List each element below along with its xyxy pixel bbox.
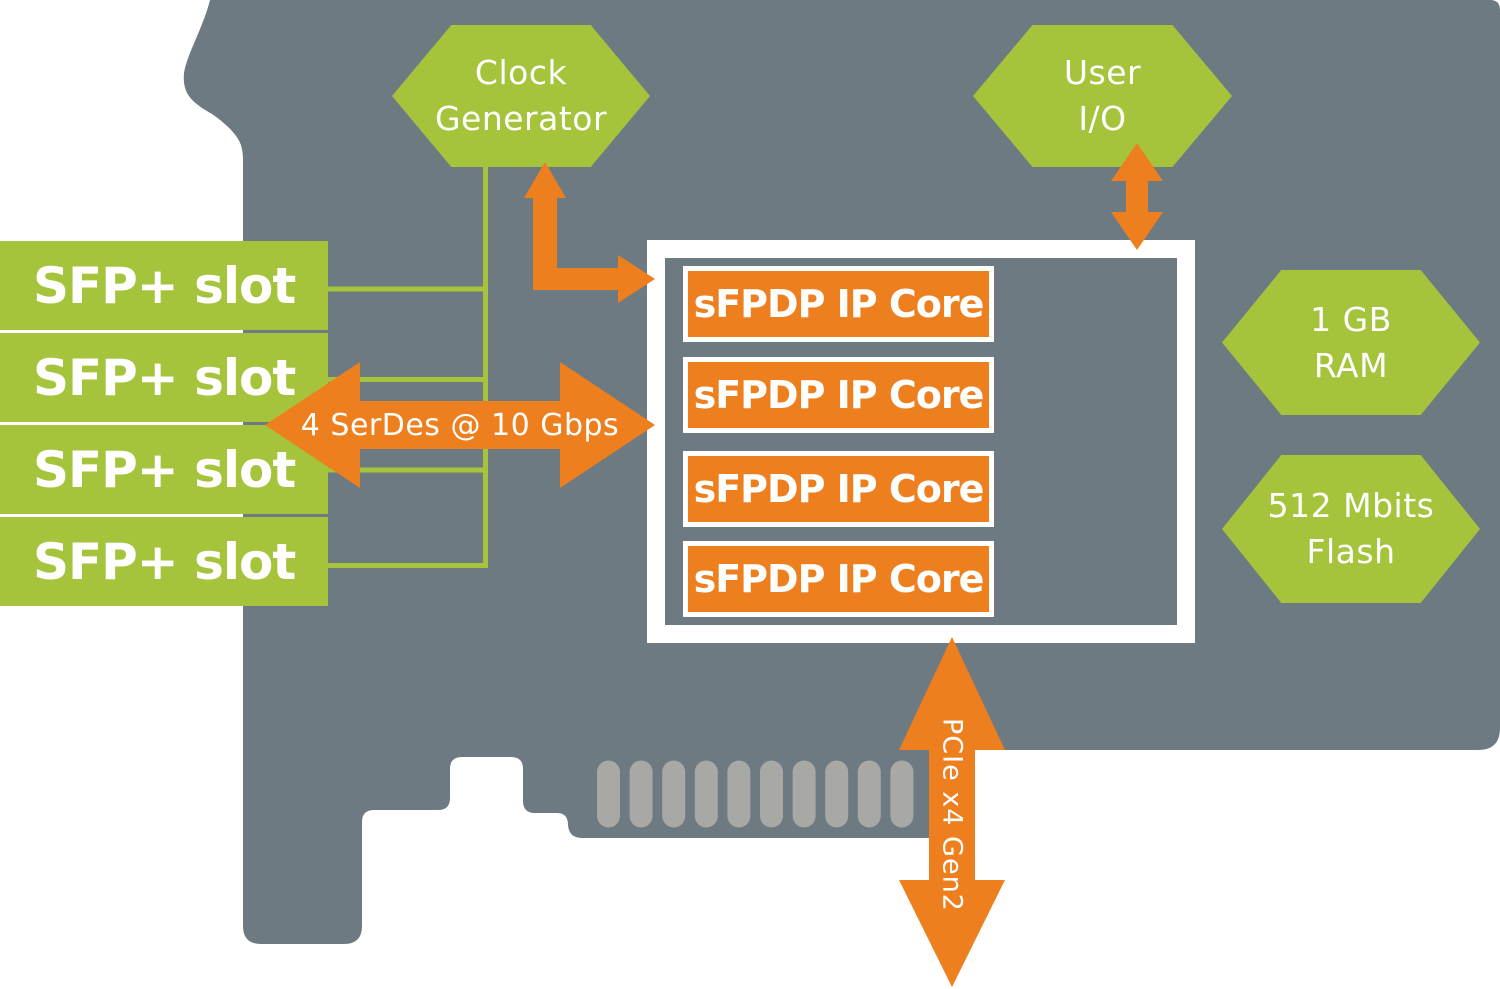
serdes-double-arrow	[265, 362, 655, 488]
flash-label-line2: Flash	[1306, 532, 1396, 571]
clock-generator-label-line2: Generator	[434, 99, 608, 138]
sfp-slot-3-label: SFP+ slot	[33, 440, 296, 499]
sfpdp-ip-core-4-label: sFPDP IP Core	[693, 557, 985, 601]
sfpdp-ip-core-1: sFPDP IP Core	[683, 266, 994, 342]
sfpdp-ip-core-2: sFPDP IP Core	[683, 357, 994, 433]
user-io-hexagon: User I/O	[973, 25, 1232, 167]
user-io-double-arrow	[1111, 143, 1163, 250]
pcie-finger	[727, 760, 751, 828]
sfp-slot-2: SFP+ slot	[0, 333, 328, 422]
clock-to-fpga-arrow	[524, 162, 655, 303]
pcie-finger	[694, 760, 718, 828]
flash-hexagon: 512 Mbits Flash	[1222, 455, 1480, 603]
sfpdp-ip-core-3: sFPDP IP Core	[683, 451, 994, 527]
pcie-arrow-label: PCIe x4 Gen2	[936, 718, 968, 912]
ram-label-line2: RAM	[1313, 345, 1389, 385]
sfpdp-ip-core-4: sFPDP IP Core	[683, 541, 994, 617]
ram-label-line1: 1 GB	[1310, 299, 1392, 339]
clock-generator-label-line1: Clock	[474, 53, 568, 93]
sfp-slot-2-label: SFP+ slot	[33, 348, 296, 407]
flash-label-line1: 512 Mbits	[1267, 486, 1435, 526]
pcie-finger	[890, 760, 914, 828]
pcie-finger	[825, 760, 849, 828]
serdes-arrow-label: 4 SerDes @ 10 Gbps	[300, 407, 620, 443]
pcie-finger	[597, 760, 620, 828]
sfp-slot-3: SFP+ slot	[0, 425, 328, 514]
fpga-box	[647, 240, 1195, 643]
sfp-slot-1-label: SFP+ slot	[33, 256, 296, 315]
pcie-finger	[792, 760, 816, 828]
clock-generator-hexagon: Clock Generator	[392, 25, 650, 167]
pcie-double-arrow	[899, 637, 1005, 987]
pcie-finger	[760, 760, 783, 828]
pcie-finger	[857, 760, 881, 828]
pcie-connector-fingers	[597, 760, 914, 828]
sfpdp-ip-core-2-label: sFPDP IP Core	[693, 373, 985, 417]
sfp-slot-4-label: SFP+ slot	[33, 532, 296, 591]
user-io-label-line2: I/O	[1078, 99, 1127, 138]
user-io-label-line1: User	[1063, 53, 1142, 93]
sfp-slot-4: SFP+ slot	[0, 517, 328, 606]
sfpdp-ip-core-3-label: sFPDP IP Core	[693, 467, 985, 511]
sfpdp-ip-core-1-label: sFPDP IP Core	[693, 282, 985, 326]
pcie-finger	[662, 760, 686, 828]
ram-hexagon: 1 GB RAM	[1222, 270, 1480, 415]
pcie-finger	[629, 760, 653, 828]
sfp-slot-1: SFP+ slot	[0, 241, 328, 330]
